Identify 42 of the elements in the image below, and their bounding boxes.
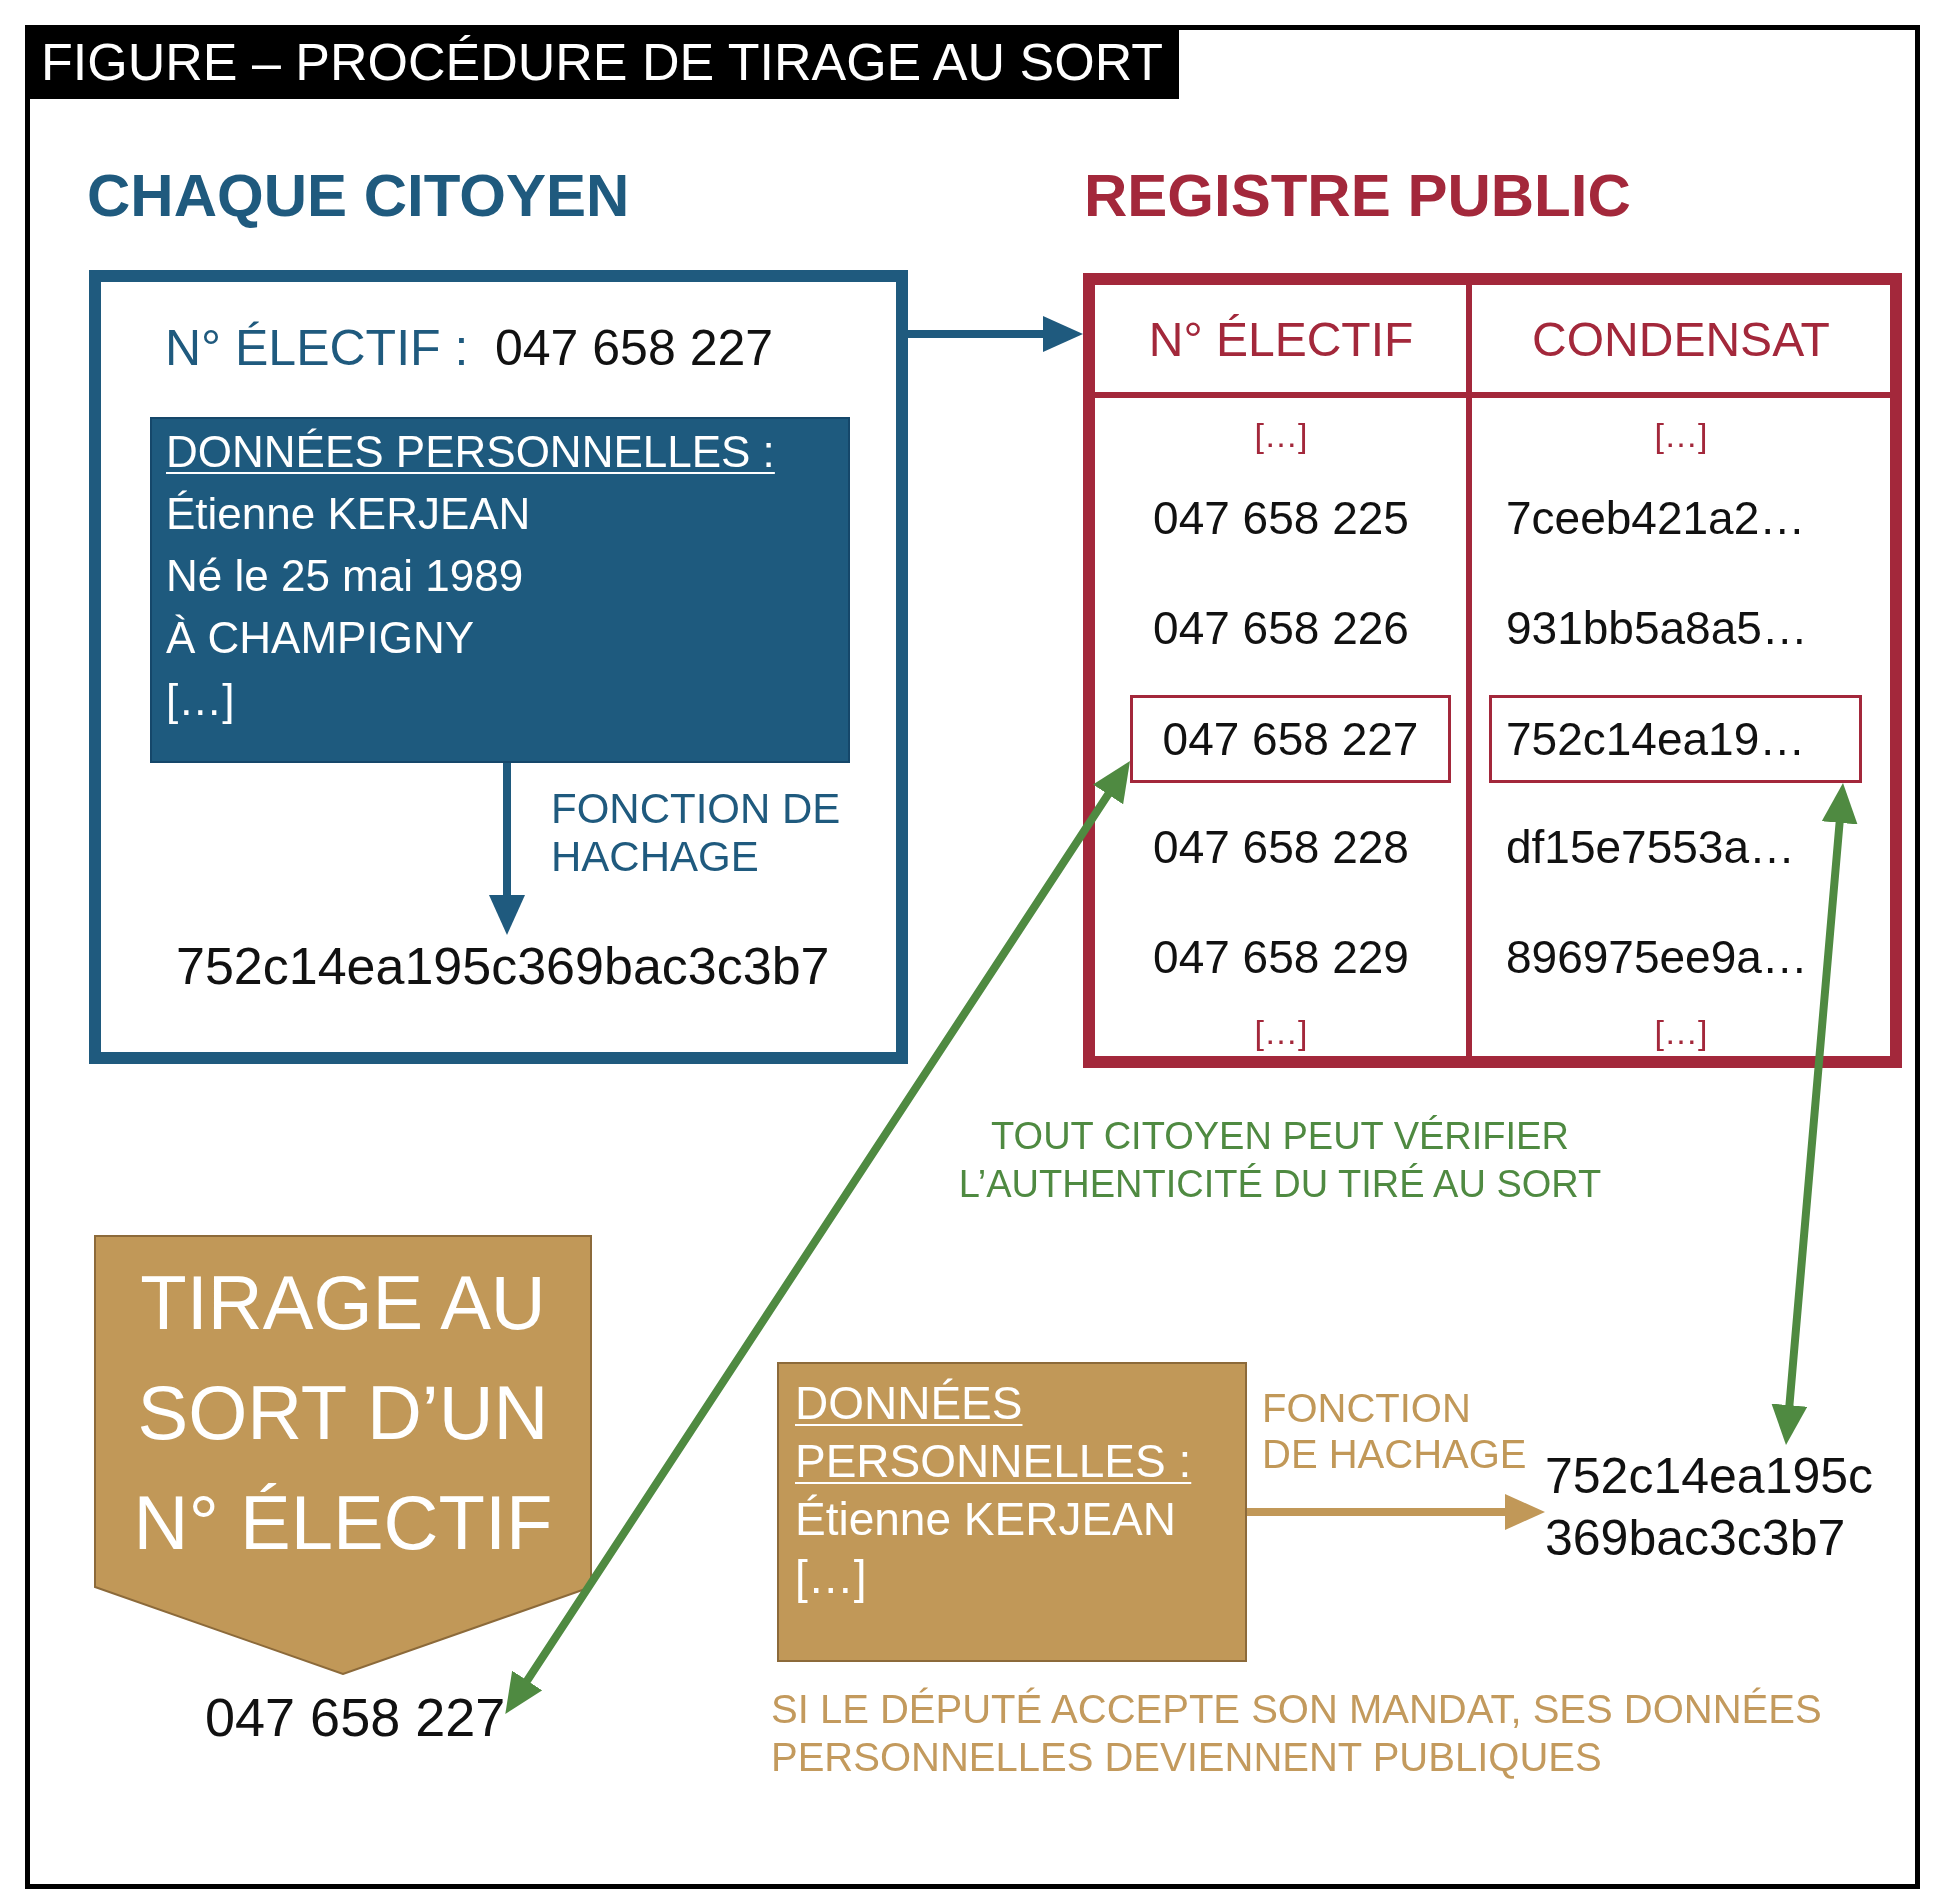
ellipsis-mark: […] <box>1254 414 1308 456</box>
section-heading: CHAQUE CITOYEN <box>87 161 630 231</box>
card-text: […] <box>795 1550 867 1605</box>
banner-text: TIRAGE AU SORT D’UN N° ÉLECTIF <box>132 1259 554 1567</box>
arrow <box>1247 1494 1545 1530</box>
field-label: N° ÉLECTIF : <box>165 319 469 378</box>
data-card <box>777 1362 1247 1662</box>
card-heading: DONNÉES PERSONNELLES : <box>795 1376 1193 1489</box>
card-text: À CHAMPIGNY <box>166 612 475 664</box>
highlighted-cell: 047 658 227 <box>1130 695 1451 783</box>
ellipsis-mark: […] <box>1654 414 1708 456</box>
note-text: TOUT CITOYEN PEUT VÉRIFIER L’AUTHENTICITÉ DU TIRÉ AU SORT <box>957 1114 1603 1207</box>
ellipsis-mark: […] <box>1254 1011 1308 1053</box>
number-label: 047 658 227 <box>205 1685 506 1750</box>
cell-value: 047 658 229 <box>1153 930 1409 985</box>
cell-value: 047 658 228 <box>1153 820 1409 875</box>
hash-value: 752c14ea195c369bac3c3b7 <box>176 935 830 997</box>
card-text: […] <box>166 674 235 726</box>
cell-value: 7ceeb421a2… <box>1506 491 1806 546</box>
note-text: SI LE DÉPUTÉ ACCEPTE SON MANDAT, SES DONNÉES PERSONNELLES DEVIENNENT PUBLIQUES <box>771 1686 1823 1781</box>
card-text: Né le 25 mai 1989 <box>166 550 524 602</box>
arrow <box>489 763 525 935</box>
double-arrow <box>1771 782 1858 1446</box>
section-heading: REGISTRE PUBLIC <box>1084 161 1631 231</box>
hash-value: 752c14ea195c 369bac3c3b7 <box>1545 1445 1890 1569</box>
cell-value: 896975ee9a… <box>1506 930 1808 985</box>
card-heading: DONNÉES PERSONNELLES : <box>166 426 775 478</box>
highlighted-cell: 752c14ea19… <box>1489 695 1862 783</box>
cell-value: 047 658 226 <box>1153 601 1409 656</box>
edge-label: FONCTION DE HACHAGE <box>1262 1385 1528 1477</box>
data-card <box>150 417 850 763</box>
cell-value: 047 658 225 <box>1153 491 1409 546</box>
cell-value: 931bb5a8a5… <box>1506 601 1808 656</box>
cell-value: df15e7553a… <box>1506 820 1796 875</box>
pentagon-banner <box>94 1235 592 1675</box>
column-header: N° ÉLECTIF <box>1148 312 1414 368</box>
card-text: Étienne KERJEAN <box>795 1492 1176 1547</box>
card-text: Étienne KERJEAN <box>166 488 531 540</box>
ellipsis-mark: […] <box>1654 1011 1708 1053</box>
column-header: CONDENSAT <box>1532 312 1830 368</box>
field-value: 047 658 227 <box>495 319 774 378</box>
edge-label: FONCTION DE HACHAGE <box>551 785 842 881</box>
